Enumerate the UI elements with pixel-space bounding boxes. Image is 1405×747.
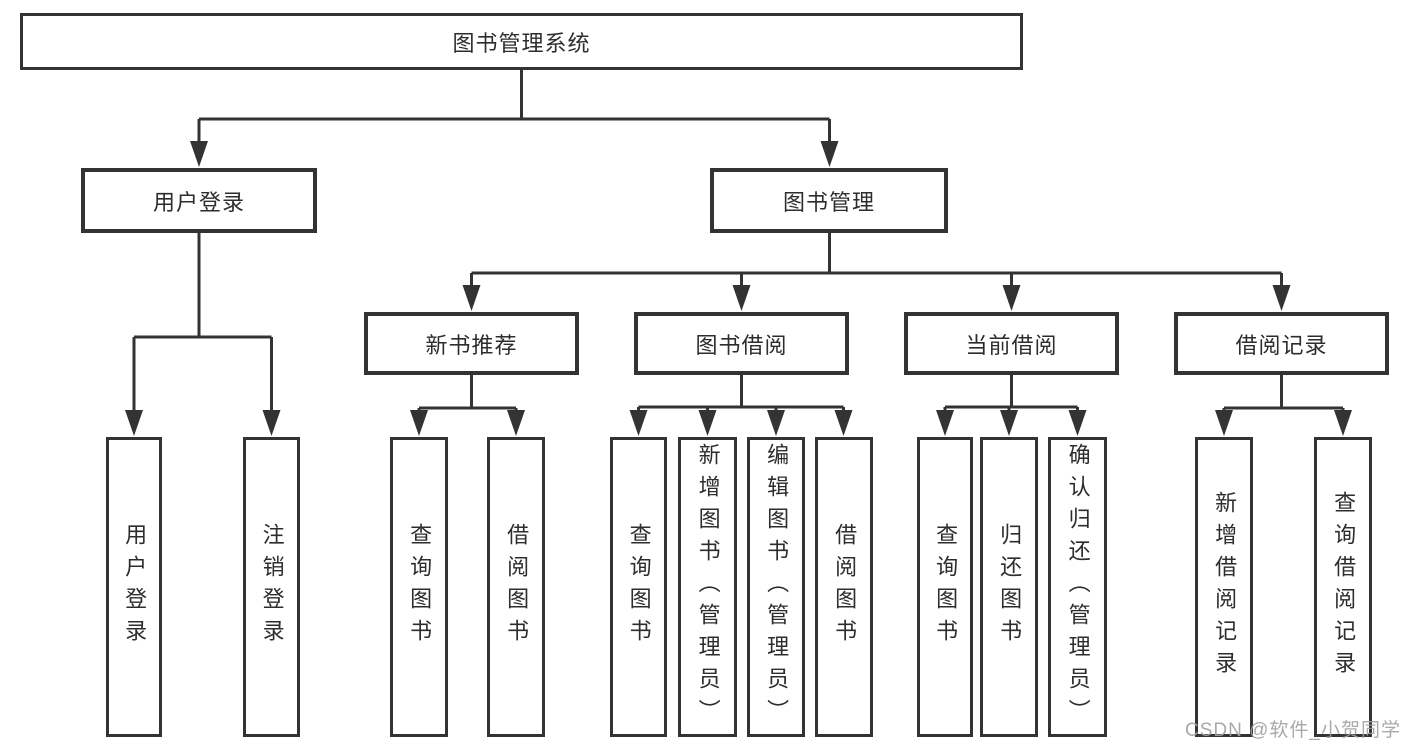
leaf-user-login: 用户登录 <box>106 437 162 737</box>
leaf-confirm-return-admin: 确认归还（管理员） <box>1048 437 1107 737</box>
leaf-borrow-books-2: 借阅图书 <box>815 437 873 737</box>
node-new-book-recommend: 新书推荐 <box>364 312 579 375</box>
node-current-borrow: 当前借阅 <box>904 312 1119 375</box>
leaf-label: 归还图书 <box>997 523 1023 651</box>
leaf-label: 注销登录 <box>259 523 285 651</box>
leaf-label: 查询图书 <box>933 523 959 651</box>
csdn-watermark: CSDN @软件_小贺同学 <box>1185 720 1401 741</box>
leaf-label: 借阅图书 <box>832 523 858 651</box>
leaf-edit-book-admin: 编辑图书（管理员） <box>747 437 805 737</box>
leaf-logout: 注销登录 <box>243 437 300 737</box>
leaf-label: 查询图书 <box>626 523 652 651</box>
leaf-return-book: 归还图书 <box>980 437 1038 737</box>
leaf-label: 新增借阅记录 <box>1212 491 1238 683</box>
node-root: 图书管理系统 <box>20 13 1023 70</box>
leaf-borrow-books-1: 借阅图书 <box>487 437 545 737</box>
node-book-management: 图书管理 <box>710 168 948 233</box>
node-user-login: 用户登录 <box>81 168 317 233</box>
leaf-query-books-1: 查询图书 <box>390 437 448 737</box>
leaf-label: 新增图书（管理员） <box>695 443 721 731</box>
leaf-add-borrow-record: 新增借阅记录 <box>1195 437 1253 737</box>
leaf-label: 用户登录 <box>122 523 148 651</box>
leaf-label: 查询图书 <box>407 523 433 651</box>
leaf-label: 借阅图书 <box>504 523 530 651</box>
leaf-label: 确认归还（管理员） <box>1065 443 1091 731</box>
arrowheads <box>125 141 1352 436</box>
leaf-label: 查询借阅记录 <box>1331 491 1357 683</box>
leaf-query-books-2: 查询图书 <box>610 437 667 737</box>
leaf-label: 编辑图书（管理员） <box>764 443 790 731</box>
node-borrow-records: 借阅记录 <box>1174 312 1389 375</box>
leaf-query-books-3: 查询图书 <box>917 437 973 737</box>
leaf-add-book-admin: 新增图书（管理员） <box>678 437 737 737</box>
leaf-query-borrow-record: 查询借阅记录 <box>1314 437 1372 737</box>
node-book-borrow: 图书借阅 <box>634 312 849 375</box>
